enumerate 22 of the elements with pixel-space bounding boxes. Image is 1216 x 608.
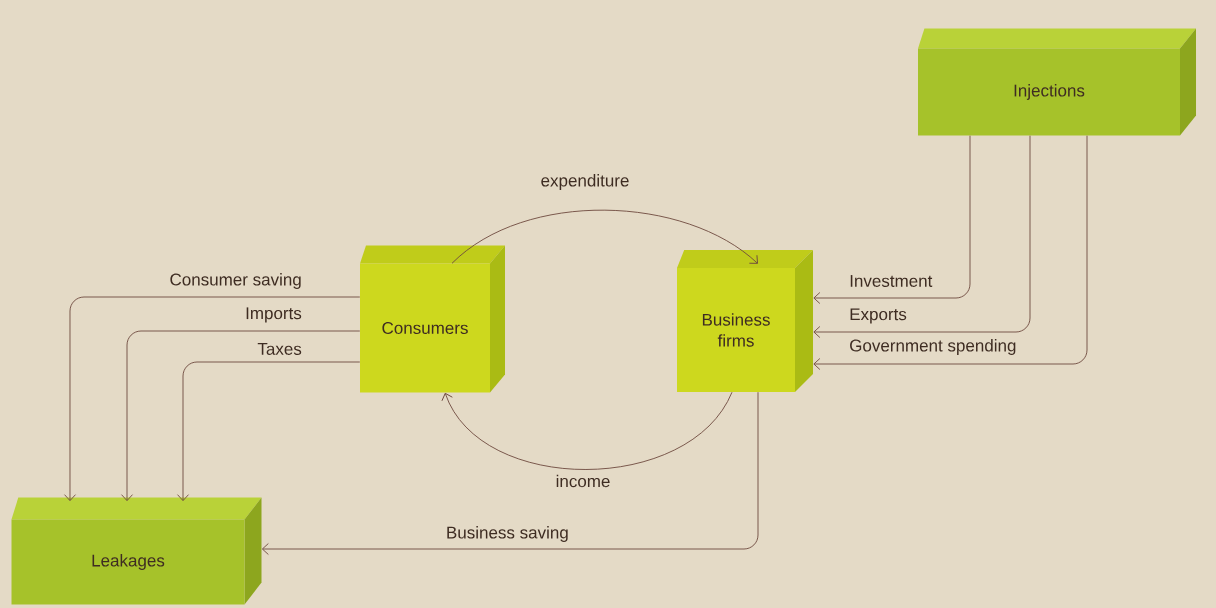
edge-label: Business saving [447, 526, 568, 542]
arrow [64, 296, 361, 502]
arrow [813, 135, 1031, 338]
arrow [441, 391, 733, 470]
edge-label: Exports [850, 308, 907, 324]
edge-label: Investment [850, 275, 933, 287]
edge-label: Consumer saving [170, 273, 301, 289]
edge-label: Imports [246, 307, 302, 323]
block-drawing: Injections [918, 28, 1196, 136]
edge-label: income [556, 474, 610, 488]
arrow [451, 209, 758, 264]
edge-label: Government spending [850, 339, 1016, 355]
arrow [261, 391, 759, 555]
edge-label: expenditure [541, 174, 629, 190]
arrow [813, 135, 1088, 370]
block-drawing: Business firms [677, 250, 813, 392]
arrow [813, 135, 971, 304]
arrow [121, 330, 361, 502]
block-drawing: Leakages [11, 497, 262, 605]
arrow [177, 361, 361, 502]
edge-label: Taxes [257, 343, 302, 355]
block-drawing: Consumers [360, 245, 505, 393]
